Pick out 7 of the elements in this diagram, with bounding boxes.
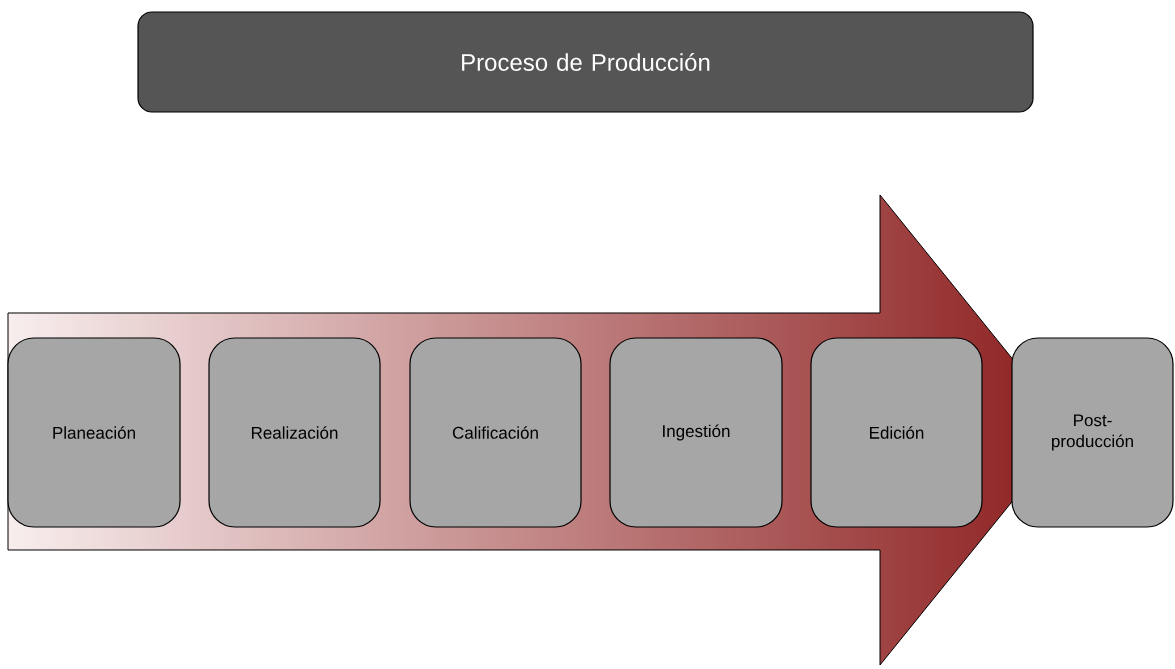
step-box: Calificación — [409, 337, 582, 528]
step-box: Realización — [208, 337, 381, 528]
step-box: Edición — [810, 337, 983, 528]
step-box: Post- producción — [1011, 337, 1174, 528]
step-box: Planeación — [7, 337, 181, 528]
step-box: Ingestión — [609, 337, 783, 528]
title-box: Proceso de Producción — [137, 11, 1034, 113]
